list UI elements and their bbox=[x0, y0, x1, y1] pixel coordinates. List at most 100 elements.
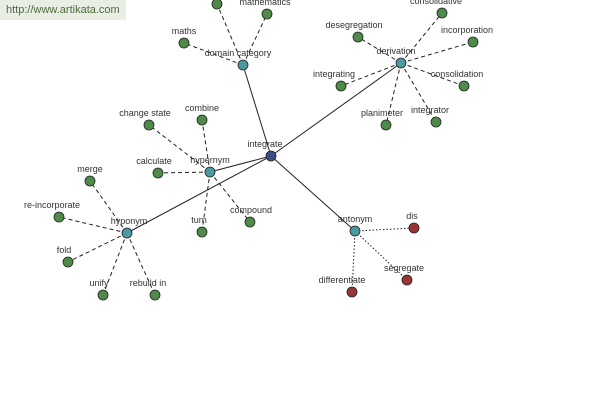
node-dot[interactable] bbox=[265, 150, 277, 162]
node-label[interactable]: derivation bbox=[376, 46, 415, 56]
node-dis[interactable]: dis bbox=[406, 211, 420, 234]
edge-integrate-hypernym bbox=[209, 155, 272, 173]
node-dot[interactable] bbox=[53, 211, 65, 223]
node-dot[interactable] bbox=[430, 116, 442, 128]
node-dot[interactable] bbox=[143, 119, 155, 131]
node-dot[interactable] bbox=[84, 175, 96, 187]
node-planimeter[interactable]: planimeter bbox=[361, 108, 403, 131]
node-label[interactable]: consolidation bbox=[431, 69, 484, 79]
node-hyponym[interactable]: hyponym bbox=[111, 216, 148, 239]
node-consolidation[interactable]: consolidation bbox=[431, 69, 484, 92]
node-dot[interactable] bbox=[467, 36, 479, 48]
node-dot[interactable] bbox=[97, 289, 109, 301]
nodes-layer: integrate domain category derivation hypern… bbox=[24, 0, 493, 301]
node-label[interactable]: integrating bbox=[313, 69, 355, 79]
edge-derivation-integrating bbox=[340, 62, 402, 87]
node-dot[interactable] bbox=[178, 37, 190, 49]
node-change-state[interactable]: change state bbox=[119, 108, 171, 131]
node-dot[interactable] bbox=[152, 167, 164, 179]
node-integrating[interactable]: integrating bbox=[313, 69, 355, 92]
node-consolidative[interactable]: consolidative bbox=[410, 0, 462, 19]
node-label[interactable]: calculate bbox=[136, 156, 172, 166]
node-combine[interactable]: combine bbox=[185, 103, 219, 126]
node-mathematics[interactable]: mathematics bbox=[239, 0, 291, 20]
node-label[interactable]: merge bbox=[77, 164, 103, 174]
node-dot[interactable] bbox=[380, 119, 392, 131]
node-integrator[interactable]: integrator bbox=[411, 105, 449, 128]
node-maths[interactable]: maths bbox=[172, 26, 197, 49]
node-label[interactable]: differentiate bbox=[319, 275, 366, 285]
edge-derivation-planimeter bbox=[385, 62, 402, 126]
node-label[interactable]: combine bbox=[185, 103, 219, 113]
node-label[interactable]: maths bbox=[172, 26, 197, 36]
node-label[interactable]: re-incorporate bbox=[24, 200, 80, 210]
node-domain-category[interactable]: domain category bbox=[205, 48, 272, 71]
node-label[interactable]: hyponym bbox=[111, 216, 148, 226]
node-dot[interactable] bbox=[346, 286, 358, 298]
node-dot[interactable] bbox=[458, 80, 470, 92]
node-dot[interactable] bbox=[436, 7, 448, 19]
node-differentiate[interactable]: differentiate bbox=[319, 275, 366, 298]
node-calculate[interactable]: calculate bbox=[136, 156, 172, 179]
node-rebuild-in[interactable]: rebuild in bbox=[130, 278, 167, 301]
node-label[interactable]: integrate bbox=[247, 139, 282, 149]
node-turn[interactable]: turn bbox=[191, 215, 208, 238]
node-integrate[interactable]: integrate bbox=[247, 139, 283, 162]
node-label[interactable]: antonym bbox=[338, 214, 373, 224]
node-label[interactable]: domain category bbox=[205, 48, 272, 58]
node-dot[interactable] bbox=[211, 0, 223, 10]
node-dot[interactable] bbox=[149, 289, 161, 301]
node-label[interactable]: unify bbox=[89, 278, 109, 288]
node-dot[interactable] bbox=[196, 226, 208, 238]
edge-integrate-domain-category bbox=[242, 64, 272, 157]
node-label[interactable]: integrator bbox=[411, 105, 449, 115]
node-dot[interactable] bbox=[62, 256, 74, 268]
node-label[interactable]: planimeter bbox=[361, 108, 403, 118]
edge-antonym-segregate bbox=[354, 230, 408, 281]
node-unify[interactable]: unify bbox=[89, 278, 109, 301]
node-incorporation[interactable]: incorporation bbox=[441, 25, 493, 48]
node-antonym[interactable]: antonym bbox=[338, 214, 373, 237]
node-dot[interactable] bbox=[395, 57, 407, 69]
node-dot[interactable] bbox=[349, 225, 361, 237]
node-dc-top[interactable] bbox=[211, 0, 223, 10]
site-url-banner[interactable]: http://www.artikata.com bbox=[0, 0, 126, 20]
node-label[interactable]: turn bbox=[191, 215, 207, 225]
node-dot[interactable] bbox=[335, 80, 347, 92]
node-label[interactable]: compound bbox=[230, 205, 272, 215]
node-segregate[interactable]: segregate bbox=[384, 263, 424, 286]
node-label[interactable]: desegregation bbox=[325, 20, 382, 30]
node-dot[interactable] bbox=[237, 59, 249, 71]
node-label[interactable]: rebuild in bbox=[130, 278, 167, 288]
node-dot[interactable] bbox=[204, 166, 216, 178]
node-dot[interactable] bbox=[244, 216, 256, 228]
node-derivation[interactable]: derivation bbox=[376, 46, 416, 69]
node-fold[interactable]: fold bbox=[57, 245, 74, 268]
node-dot[interactable] bbox=[408, 222, 420, 234]
node-label[interactable]: fold bbox=[57, 245, 72, 255]
edge-hyponym-merge bbox=[89, 180, 128, 234]
node-label[interactable]: change state bbox=[119, 108, 171, 118]
node-label[interactable]: dis bbox=[406, 211, 418, 221]
node-dot[interactable] bbox=[401, 274, 413, 286]
node-hypernym[interactable]: hypernym bbox=[190, 155, 230, 178]
node-merge[interactable]: merge bbox=[77, 164, 103, 187]
node-label[interactable]: mathematics bbox=[239, 0, 291, 7]
node-label[interactable]: incorporation bbox=[441, 25, 493, 35]
edge-hypernym-turn bbox=[201, 171, 211, 233]
node-label[interactable]: consolidative bbox=[410, 0, 462, 6]
node-dot[interactable] bbox=[196, 114, 208, 126]
node-label[interactable]: hypernym bbox=[190, 155, 230, 165]
edges-layer bbox=[58, 3, 474, 296]
edge-derivation-incorporation bbox=[400, 41, 474, 64]
node-dot[interactable] bbox=[352, 31, 364, 43]
edge-domain-category-maths bbox=[183, 42, 244, 66]
node-desegregation[interactable]: desegregation bbox=[325, 20, 383, 43]
edge-hyponym-re-incorporate bbox=[58, 216, 128, 234]
node-compound[interactable]: compound bbox=[230, 205, 272, 228]
node-dot[interactable] bbox=[121, 227, 133, 239]
node-dot[interactable] bbox=[261, 8, 273, 20]
node-label[interactable]: segregate bbox=[384, 263, 424, 273]
node-re-incorporate[interactable]: re-incorporate bbox=[24, 200, 80, 223]
